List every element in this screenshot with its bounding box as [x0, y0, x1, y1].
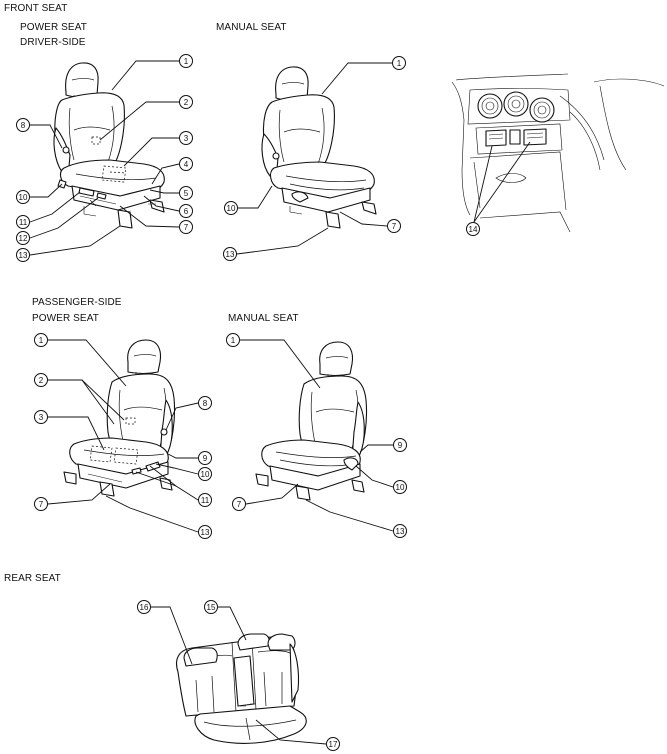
svg-text:7: 7	[237, 500, 242, 509]
callout-1: 1	[226, 333, 240, 347]
svg-text:9: 9	[398, 441, 403, 450]
driver-manual-seat-illustration	[261, 66, 377, 229]
callout-7: 7	[34, 497, 48, 511]
front-seat-heading: FRONT SEAT	[4, 3, 68, 14]
svg-text:15: 15	[207, 603, 216, 612]
svg-text:13: 13	[396, 527, 405, 536]
svg-text:11: 11	[19, 218, 28, 227]
callout-1: 1	[34, 333, 48, 347]
callout-15: 15	[204, 600, 218, 614]
callout-2: 2	[179, 95, 193, 109]
passenger-side-heading: PASSENGER-SIDE	[32, 297, 122, 308]
svg-text:6: 6	[184, 207, 189, 216]
svg-text:10: 10	[227, 204, 236, 213]
callout-10: 10	[224, 201, 238, 215]
console-callouts	[473, 141, 531, 223]
callout-group-passenger-power: 1 2 3 8 9 10 11 7 13	[34, 333, 212, 539]
passenger-power-seat-illustration	[63, 339, 176, 497]
svg-text:7: 7	[392, 222, 397, 231]
callout-6: 6	[179, 204, 193, 218]
svg-text:7: 7	[184, 223, 189, 232]
svg-text:1: 1	[397, 59, 402, 68]
svg-text:10: 10	[19, 193, 28, 202]
callout-group-driver-power: 1 2 3 4 5 6 7 8 10 11 12 13	[16, 54, 193, 262]
svg-text:9: 9	[203, 454, 208, 463]
callout-10: 10	[393, 480, 407, 494]
callout-17: 17	[326, 737, 340, 751]
driver-side-heading: DRIVER-SIDE	[20, 37, 86, 48]
callout-group-console: 14	[466, 222, 480, 236]
svg-text:12: 12	[19, 234, 28, 243]
svg-text:3: 3	[184, 134, 189, 143]
callout-13: 13	[223, 247, 237, 261]
passenger-manual-seat-illustration	[255, 341, 368, 501]
svg-text:14: 14	[469, 225, 478, 234]
svg-text:10: 10	[201, 470, 210, 479]
driver-manual-seat-heading: MANUAL SEAT	[216, 22, 287, 33]
svg-text:8: 8	[21, 121, 26, 130]
callout-11: 11	[198, 493, 212, 507]
callout-5: 5	[179, 186, 193, 200]
svg-text:4: 4	[184, 160, 189, 169]
svg-text:3: 3	[39, 413, 44, 422]
callout-9: 9	[393, 438, 407, 452]
callout-13: 13	[16, 248, 30, 262]
callout-11: 11	[16, 215, 30, 229]
callout-2: 2	[34, 373, 48, 387]
svg-text:1: 1	[39, 336, 44, 345]
callout-1: 1	[392, 56, 406, 70]
callout-16: 16	[137, 600, 151, 614]
callout-10: 10	[16, 190, 30, 204]
rear-callouts	[151, 606, 327, 745]
callout-group-rear: 16 15 17	[137, 600, 340, 751]
callout-13: 13	[393, 524, 407, 538]
driver-power-callouts	[29, 60, 180, 256]
callout-1: 1	[179, 54, 193, 68]
rear-seat-heading: REAR SEAT	[4, 573, 61, 584]
passenger-power-callouts	[47, 339, 199, 533]
svg-text:10: 10	[396, 483, 405, 492]
svg-text:2: 2	[39, 376, 44, 385]
callout-9: 9	[198, 451, 212, 465]
driver-power-seat-illustration	[53, 62, 165, 229]
svg-text:13: 13	[201, 528, 210, 537]
passenger-manual-callouts	[240, 339, 394, 532]
rear-seat-illustration	[175, 633, 307, 744]
callout-14: 14	[466, 222, 480, 236]
driver-power-seat-heading: POWER SEAT	[20, 22, 87, 33]
svg-text:1: 1	[231, 336, 236, 345]
callout-group-driver-manual: 1 10 7 13	[223, 56, 406, 261]
svg-text:8: 8	[203, 399, 208, 408]
svg-text:2: 2	[184, 98, 189, 107]
callout-3: 3	[34, 410, 48, 424]
svg-text:13: 13	[19, 251, 28, 260]
svg-text:1: 1	[184, 57, 189, 66]
callout-4: 4	[179, 157, 193, 171]
callout-group-passenger-manual: 1 9 10 7 13	[226, 333, 407, 538]
callout-8: 8	[16, 118, 30, 132]
svg-text:11: 11	[201, 496, 210, 505]
callout-3: 3	[179, 131, 193, 145]
callout-7: 7	[232, 497, 246, 511]
callout-13: 13	[198, 525, 212, 539]
callout-8: 8	[198, 396, 212, 410]
svg-text:16: 16	[140, 603, 149, 612]
svg-text:13: 13	[226, 250, 235, 259]
passenger-power-seat-heading: POWER SEAT	[32, 313, 99, 324]
callout-7: 7	[387, 219, 401, 233]
svg-text:5: 5	[184, 189, 189, 198]
svg-text:7: 7	[39, 500, 44, 509]
callout-7: 7	[179, 220, 193, 234]
passenger-manual-seat-heading: MANUAL SEAT	[228, 313, 299, 324]
svg-text:17: 17	[329, 740, 338, 749]
driver-manual-callouts	[236, 62, 392, 255]
callout-12: 12	[16, 231, 30, 245]
callout-10: 10	[198, 467, 212, 481]
center-console-illustration	[451, 73, 665, 233]
